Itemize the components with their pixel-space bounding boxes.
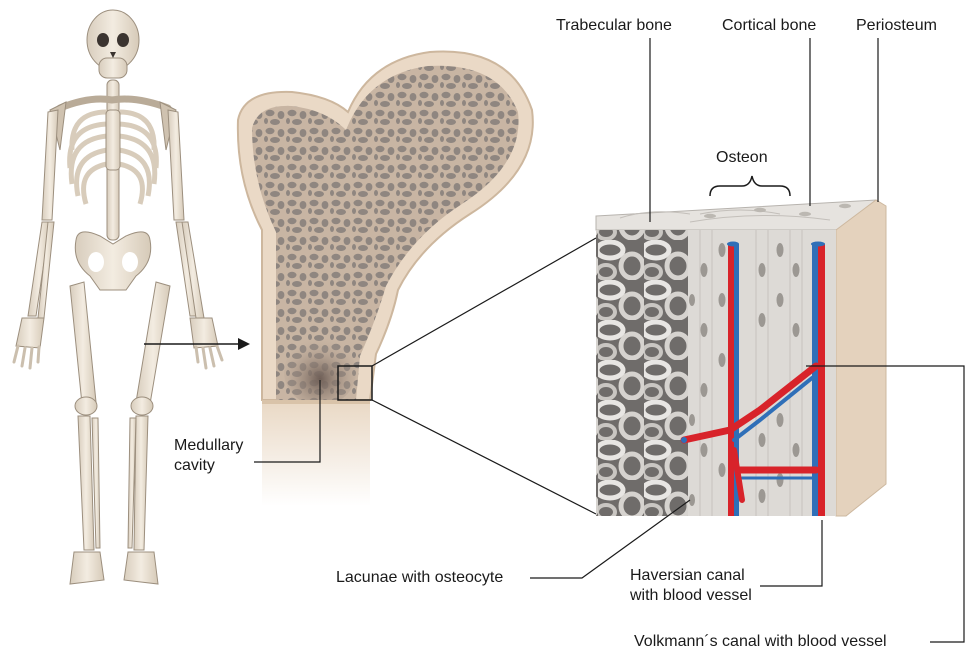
label-trabecular-bone: Trabecular bone — [556, 16, 672, 36]
right-femur — [136, 282, 170, 404]
label-haversian-canal: Haversian canal with blood vessel — [630, 566, 752, 606]
block-top-face — [596, 200, 876, 230]
pelvis — [75, 232, 150, 290]
label-volkmann-canal: Volkmann´s canal with blood vessel — [634, 632, 887, 652]
left-femur — [70, 282, 96, 404]
osteon-bracket — [710, 176, 790, 196]
jaw — [99, 58, 127, 78]
bone-tissue-block — [596, 176, 886, 516]
zoom-connectors — [372, 238, 596, 514]
femur-spongy-interior — [252, 66, 519, 400]
left-humerus — [42, 110, 58, 220]
femur-shaft — [262, 400, 370, 506]
skeleton-figure — [14, 10, 222, 584]
right-humerus — [168, 110, 184, 220]
block-side-face — [836, 200, 886, 516]
haversian-leader — [760, 520, 822, 586]
label-medullary-cavity: Medullary cavity — [174, 436, 243, 476]
femur-cross-section — [238, 51, 533, 506]
label-periosteum: Periosteum — [856, 16, 937, 36]
label-cortical-bone: Cortical bone — [722, 16, 816, 36]
label-osteon: Osteon — [716, 148, 768, 168]
label-lacunae: Lacunae with osteocyte — [336, 568, 503, 588]
trabecular-region — [596, 230, 688, 516]
